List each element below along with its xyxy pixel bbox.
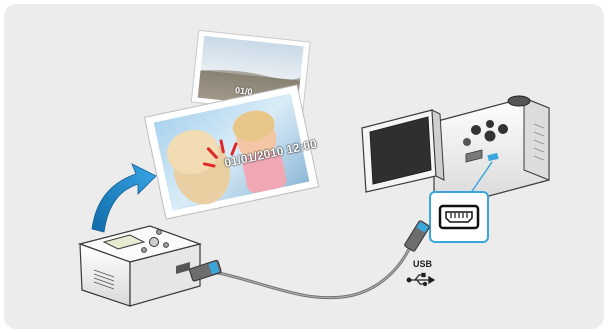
- connection-diagram: [4, 4, 604, 329]
- photo-back-timestamp: 01/0: [235, 85, 253, 97]
- photo-printer: [80, 226, 200, 306]
- usb-symbol-icon: [407, 274, 434, 286]
- transfer-arrow-icon: [92, 164, 156, 232]
- usb-plug-camcorder: [404, 220, 430, 252]
- usb-port-zoom: [430, 192, 488, 242]
- diagram-frame: 01/0 01/01/2010 12:00 USB: [4, 4, 604, 329]
- usb-cable: [214, 226, 422, 298]
- camcorder: [362, 96, 549, 204]
- usb-label: USB: [413, 259, 432, 269]
